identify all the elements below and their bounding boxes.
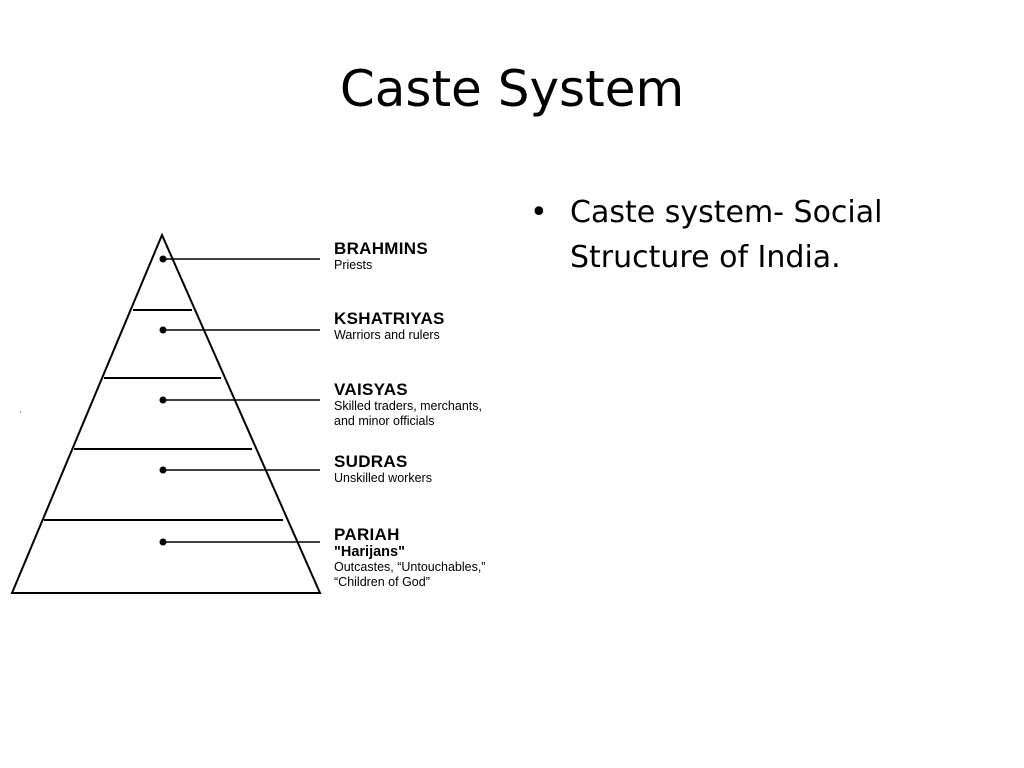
level-label-sudras: SUDRAS Unskilled workers [334,453,524,486]
level-name: VAISYAS [334,380,408,399]
leader-kshatriyas [159,326,320,334]
leader-sudras [159,466,320,474]
level-name: BRAHMINS [334,239,429,258]
level-desc: Unskilled workers [334,471,432,485]
level-alias: "Harijans" [334,544,405,560]
level-desc: Outcastes, “Untouchables,” [334,560,486,574]
level-desc: and minor officials [334,414,435,428]
level-label-brahmins: BRAHMINS Priests [334,240,524,273]
level-desc: “Children of God” [334,575,430,589]
leader-vaisyas [159,396,320,404]
bullet-list: Caste system- Social Structure of India. [530,190,1000,280]
pyramid-graphic [10,232,322,594]
leader-brahmins [159,255,320,263]
level-name: SUDRAS [334,452,408,471]
slide-title: Caste System [339,60,685,118]
bullet-item: Caste system- Social Structure of India. [530,190,1000,280]
level-desc: Priests [334,258,373,272]
level-name: PARIAH [334,525,400,544]
level-label-vaisyas: VAISYAS Skilled traders, merchants, and … [334,381,524,429]
level-desc: Skilled traders, merchants, [334,399,482,413]
level-label-pariah: PARIAH "Harijans" Outcastes, “Untouchabl… [334,526,524,590]
level-label-kshatriyas: KSHATRIYAS Warriors and rulers [334,310,524,343]
level-desc: Warriors and rulers [334,328,440,342]
leader-pariah [159,538,320,546]
pyramid-outline [10,232,322,594]
level-name: KSHATRIYAS [334,309,445,328]
caste-pyramid-diagram: BRAHMINS Priests KSHATRIYAS Warriors and… [0,220,520,610]
stray-mark: ′ [20,410,22,419]
